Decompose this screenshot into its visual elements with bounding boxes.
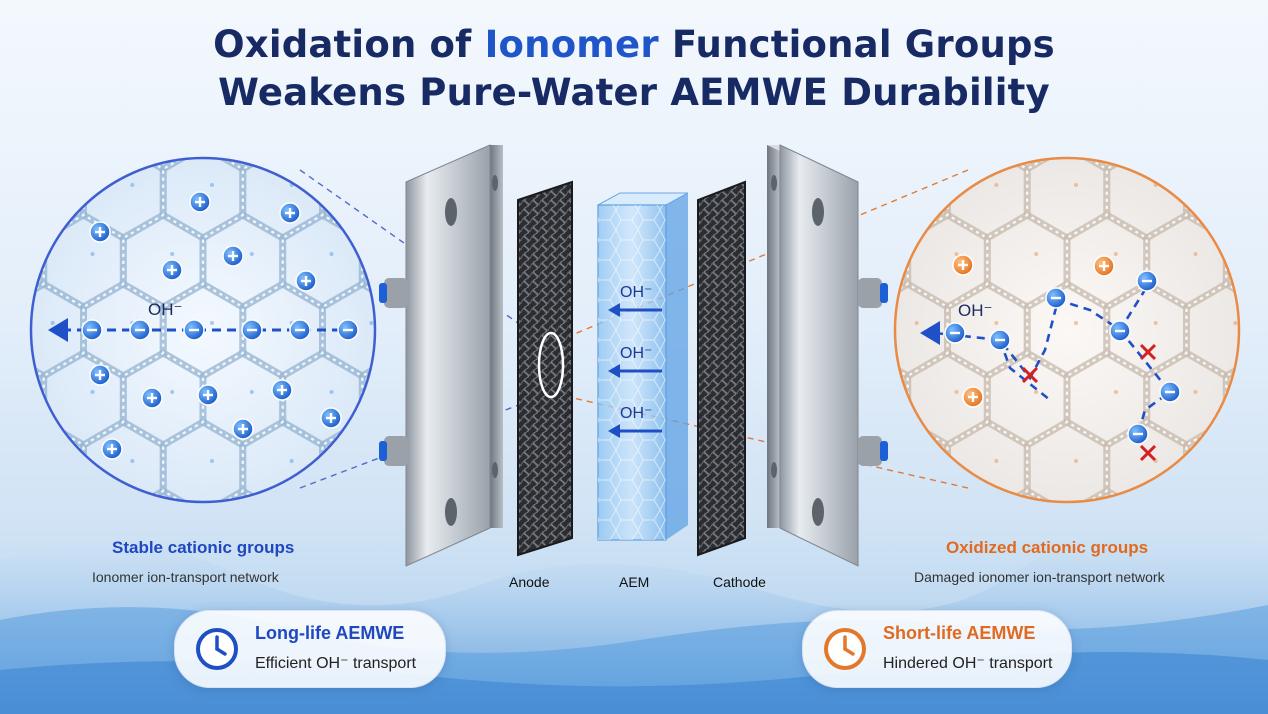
aem-oh-label: OH⁻ (620, 345, 652, 362)
plus-icon (1093, 255, 1115, 277)
clock-icon (824, 628, 866, 670)
left-caption-title: Stable cationic groups (112, 538, 295, 557)
minus-icon (241, 319, 263, 341)
arrow-left-icon (608, 424, 620, 438)
aem-label: AEM (619, 574, 650, 590)
minus-icon (337, 319, 359, 341)
clock-icon (196, 628, 238, 670)
right-caption-sub: Damaged ionomer ion-transport network (914, 569, 1165, 585)
minus-icon (81, 319, 103, 341)
anode-mesh (517, 180, 573, 557)
short-life-card: Short-life AEMWE Hindered OH⁻ transport (802, 610, 1072, 688)
title-highlight: Ionomer (484, 23, 659, 66)
title-line-1: Oxidation of Ionomer Functional Groups (0, 22, 1268, 68)
aem-membrane (597, 192, 689, 541)
long-life-card: Long-life AEMWE Efficient OH⁻ transport (174, 610, 446, 688)
cathode-mesh (697, 180, 746, 557)
minus-icon (944, 322, 966, 344)
right-ions (944, 254, 1181, 462)
aem-ion-arrows: OH⁻ OH⁻ OH⁻ (608, 284, 662, 438)
plus-icon (962, 386, 984, 408)
title-line-2: Weakens Pure-Water AEMWE Durability (218, 71, 1050, 114)
left-end-plate (379, 144, 503, 567)
plus-icon (141, 387, 163, 409)
arrow-left-icon (48, 318, 68, 342)
right-end-plate (767, 144, 888, 567)
minus-icon (1136, 270, 1158, 292)
plus-icon (222, 245, 244, 267)
minus-icon (1159, 381, 1181, 403)
left-caption-sub: Ionomer ion-transport network (92, 569, 279, 585)
minus-icon (129, 319, 151, 341)
short-life-title: Short-life AEMWE (883, 623, 1036, 643)
minus-icon (183, 319, 205, 341)
cathode-label: Cathode (713, 574, 766, 590)
x-mark-icon (1021, 366, 1039, 384)
title-text-end: Functional Groups (658, 23, 1055, 66)
plus-icon (101, 438, 123, 460)
anode-label: Anode (509, 574, 550, 590)
plus-icon (89, 221, 111, 243)
arrow-left-icon (920, 321, 940, 345)
plus-icon (197, 384, 219, 406)
left-oh-label: OH⁻ (148, 300, 182, 319)
plus-icon (271, 379, 293, 401)
right-caption-title: Oxidized cationic groups (946, 538, 1149, 557)
arrow-left-icon (608, 364, 620, 378)
plus-icon (279, 202, 301, 224)
long-life-title: Long-life AEMWE (255, 623, 405, 643)
plus-icon (161, 259, 183, 281)
plus-icon (232, 418, 254, 440)
plus-icon (320, 407, 342, 429)
left-ions (81, 191, 359, 460)
right-oh-label: OH⁻ (958, 301, 992, 320)
aem-oh-label: OH⁻ (620, 284, 652, 301)
aem-oh-label: OH⁻ (620, 405, 652, 422)
plus-icon (89, 364, 111, 386)
long-life-sub: Efficient OH⁻ transport (255, 655, 417, 672)
plus-icon (189, 191, 211, 213)
minus-icon (289, 319, 311, 341)
short-life-sub: Hindered OH⁻ transport (883, 655, 1053, 672)
minus-icon (1127, 423, 1149, 445)
x-mark-icon (1139, 343, 1157, 361)
x-mark-icon (1139, 444, 1157, 462)
arrow-left-icon (608, 303, 620, 317)
title-text: Oxidation of (213, 23, 485, 66)
minus-icon (989, 329, 1011, 351)
minus-icon (1109, 320, 1131, 342)
plus-icon (952, 254, 974, 276)
plus-icon (295, 270, 317, 292)
zoom-marker-ellipse (537, 331, 565, 399)
minus-icon (1045, 287, 1067, 309)
